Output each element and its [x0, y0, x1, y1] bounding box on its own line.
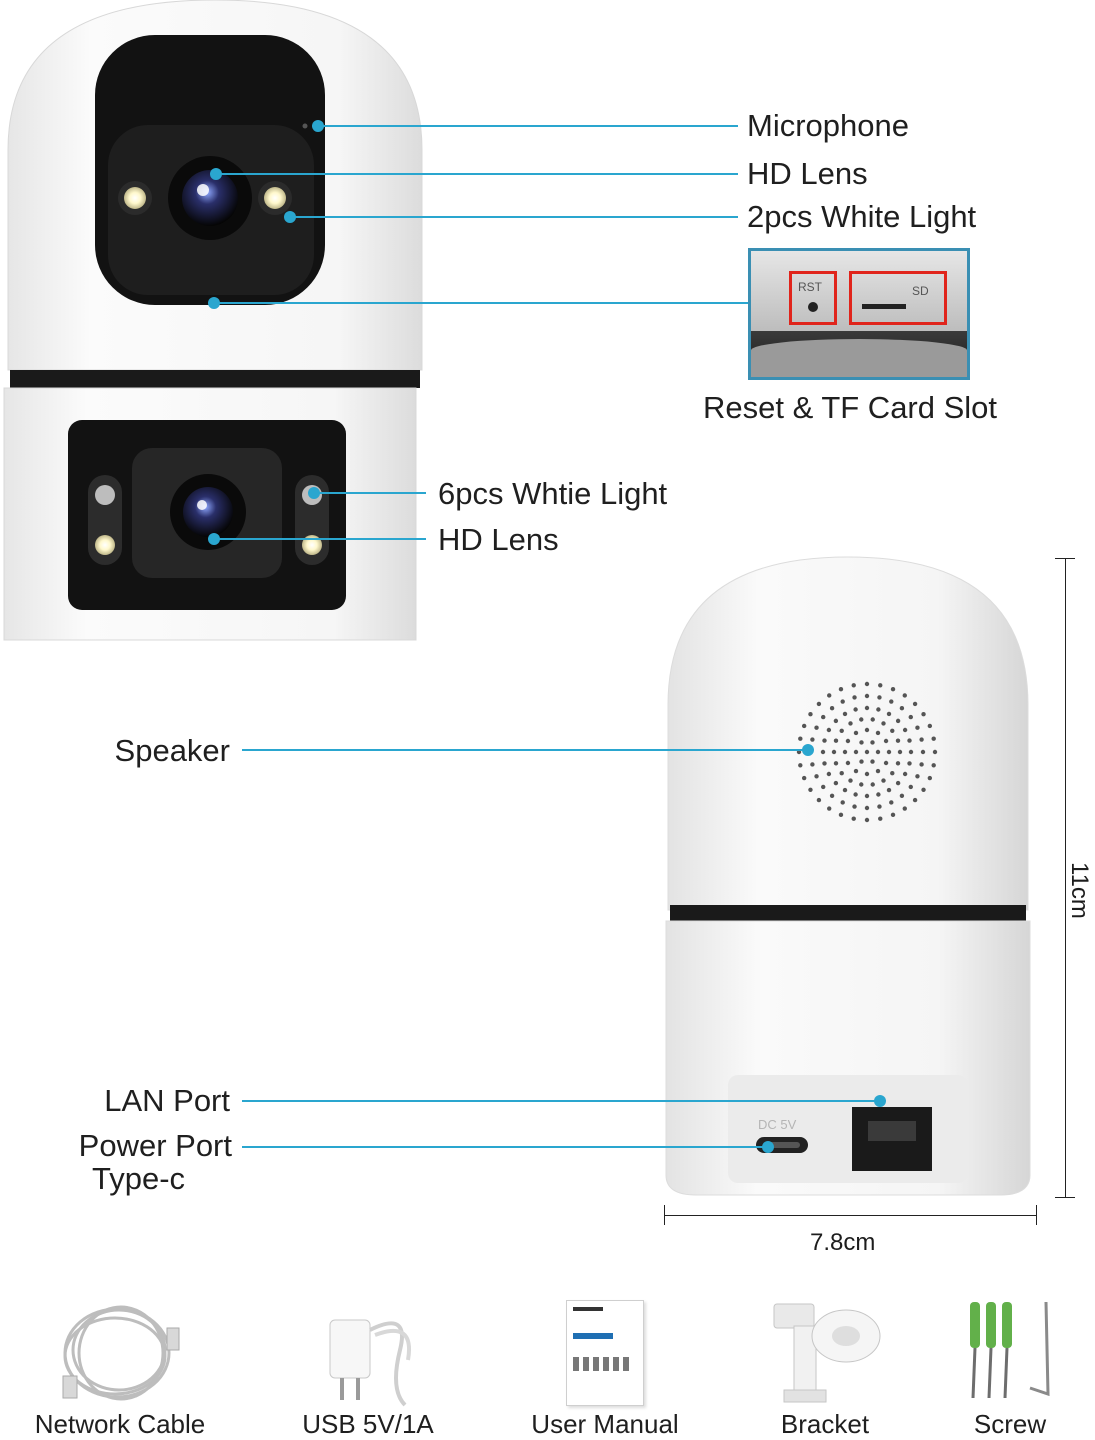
usb-adapter-icon [329, 1319, 411, 1407]
white-light-2-callout-line [290, 216, 738, 218]
height-dimension-cap-bottom [1055, 1197, 1075, 1198]
height-dimension-label: 11cm [1066, 862, 1093, 919]
network-cable-icon [62, 1305, 180, 1401]
hd-lens-top-label: HD Lens [747, 156, 868, 191]
hd-lens-bottom-callout-dot [208, 533, 220, 545]
white-light-6-label: 6pcs Whtie Light [438, 476, 668, 511]
screw-icon [970, 1301, 1050, 1399]
height-dimension-cap-top [1055, 558, 1075, 559]
reset-hole-icon [808, 302, 818, 312]
rst-text: RST [798, 280, 822, 294]
sd-text: SD [912, 284, 929, 298]
power-port-callout-line [242, 1146, 768, 1148]
hd-lens-bottom-callout-line [214, 538, 426, 540]
sd-slot-icon [862, 304, 906, 309]
white-light-2-label: 2pcs White Light [747, 199, 977, 234]
power-port-type-label: Type-c [92, 1161, 186, 1196]
reset-tf-label: Reset & TF Card Slot [703, 390, 998, 425]
width-dimension-label: 7.8cm [810, 1229, 876, 1256]
bracket-icon [773, 1303, 881, 1403]
power-port-callout-dot [762, 1141, 774, 1153]
accessory-label-usb: USB 5V/1A [302, 1409, 434, 1439]
white-light-6-callout-line [314, 492, 426, 494]
hd-lens-bottom-label: HD Lens [438, 522, 559, 557]
speaker-callout-dot [802, 744, 814, 756]
white-light-6-callout-dot [308, 487, 320, 499]
hd-lens-top-callout-line [216, 173, 738, 175]
reset-tf-inset-photo: RST SD [748, 248, 970, 380]
lan-port-label: LAN Port [104, 1083, 230, 1118]
width-dimension-cap-left [664, 1205, 665, 1225]
speaker-grille [796, 681, 938, 823]
accessory-label-screw: Screw [973, 1409, 1047, 1439]
height-dimension-line [1065, 558, 1066, 1198]
reset-tf-callout-dot [208, 297, 220, 309]
lan-port-callout-line [242, 1100, 880, 1102]
sd-highlight-box: SD [849, 271, 947, 325]
power-port-label: Power Port [78, 1128, 232, 1163]
dc-5v-mark: DC 5V [758, 1117, 797, 1132]
reset-tf-callout-line [214, 302, 750, 304]
width-dimension-cap-right [1036, 1205, 1037, 1225]
user-manual-icon [566, 1300, 644, 1406]
accessory-label-user-manual: User Manual [531, 1409, 679, 1439]
microphone-callout-dot [312, 120, 324, 132]
microphone-label: Microphone [747, 108, 909, 143]
accessory-label-network-cable: Network Cable [34, 1409, 206, 1439]
dual-lens-camera-front [3, 0, 423, 641]
speaker-callout-line [242, 749, 808, 751]
width-dimension-line [664, 1215, 1036, 1216]
hd-lens-top-callout-dot [210, 168, 222, 180]
camera-rear-view [665, 556, 1031, 1196]
lan-port-callout-dot [874, 1095, 886, 1107]
rst-highlight-box: RST [789, 271, 837, 325]
accessory-label-bracket: Bracket [780, 1409, 870, 1439]
microphone-callout-line [318, 125, 738, 127]
speaker-label: Speaker [114, 733, 230, 768]
white-light-2-callout-dot [284, 211, 296, 223]
